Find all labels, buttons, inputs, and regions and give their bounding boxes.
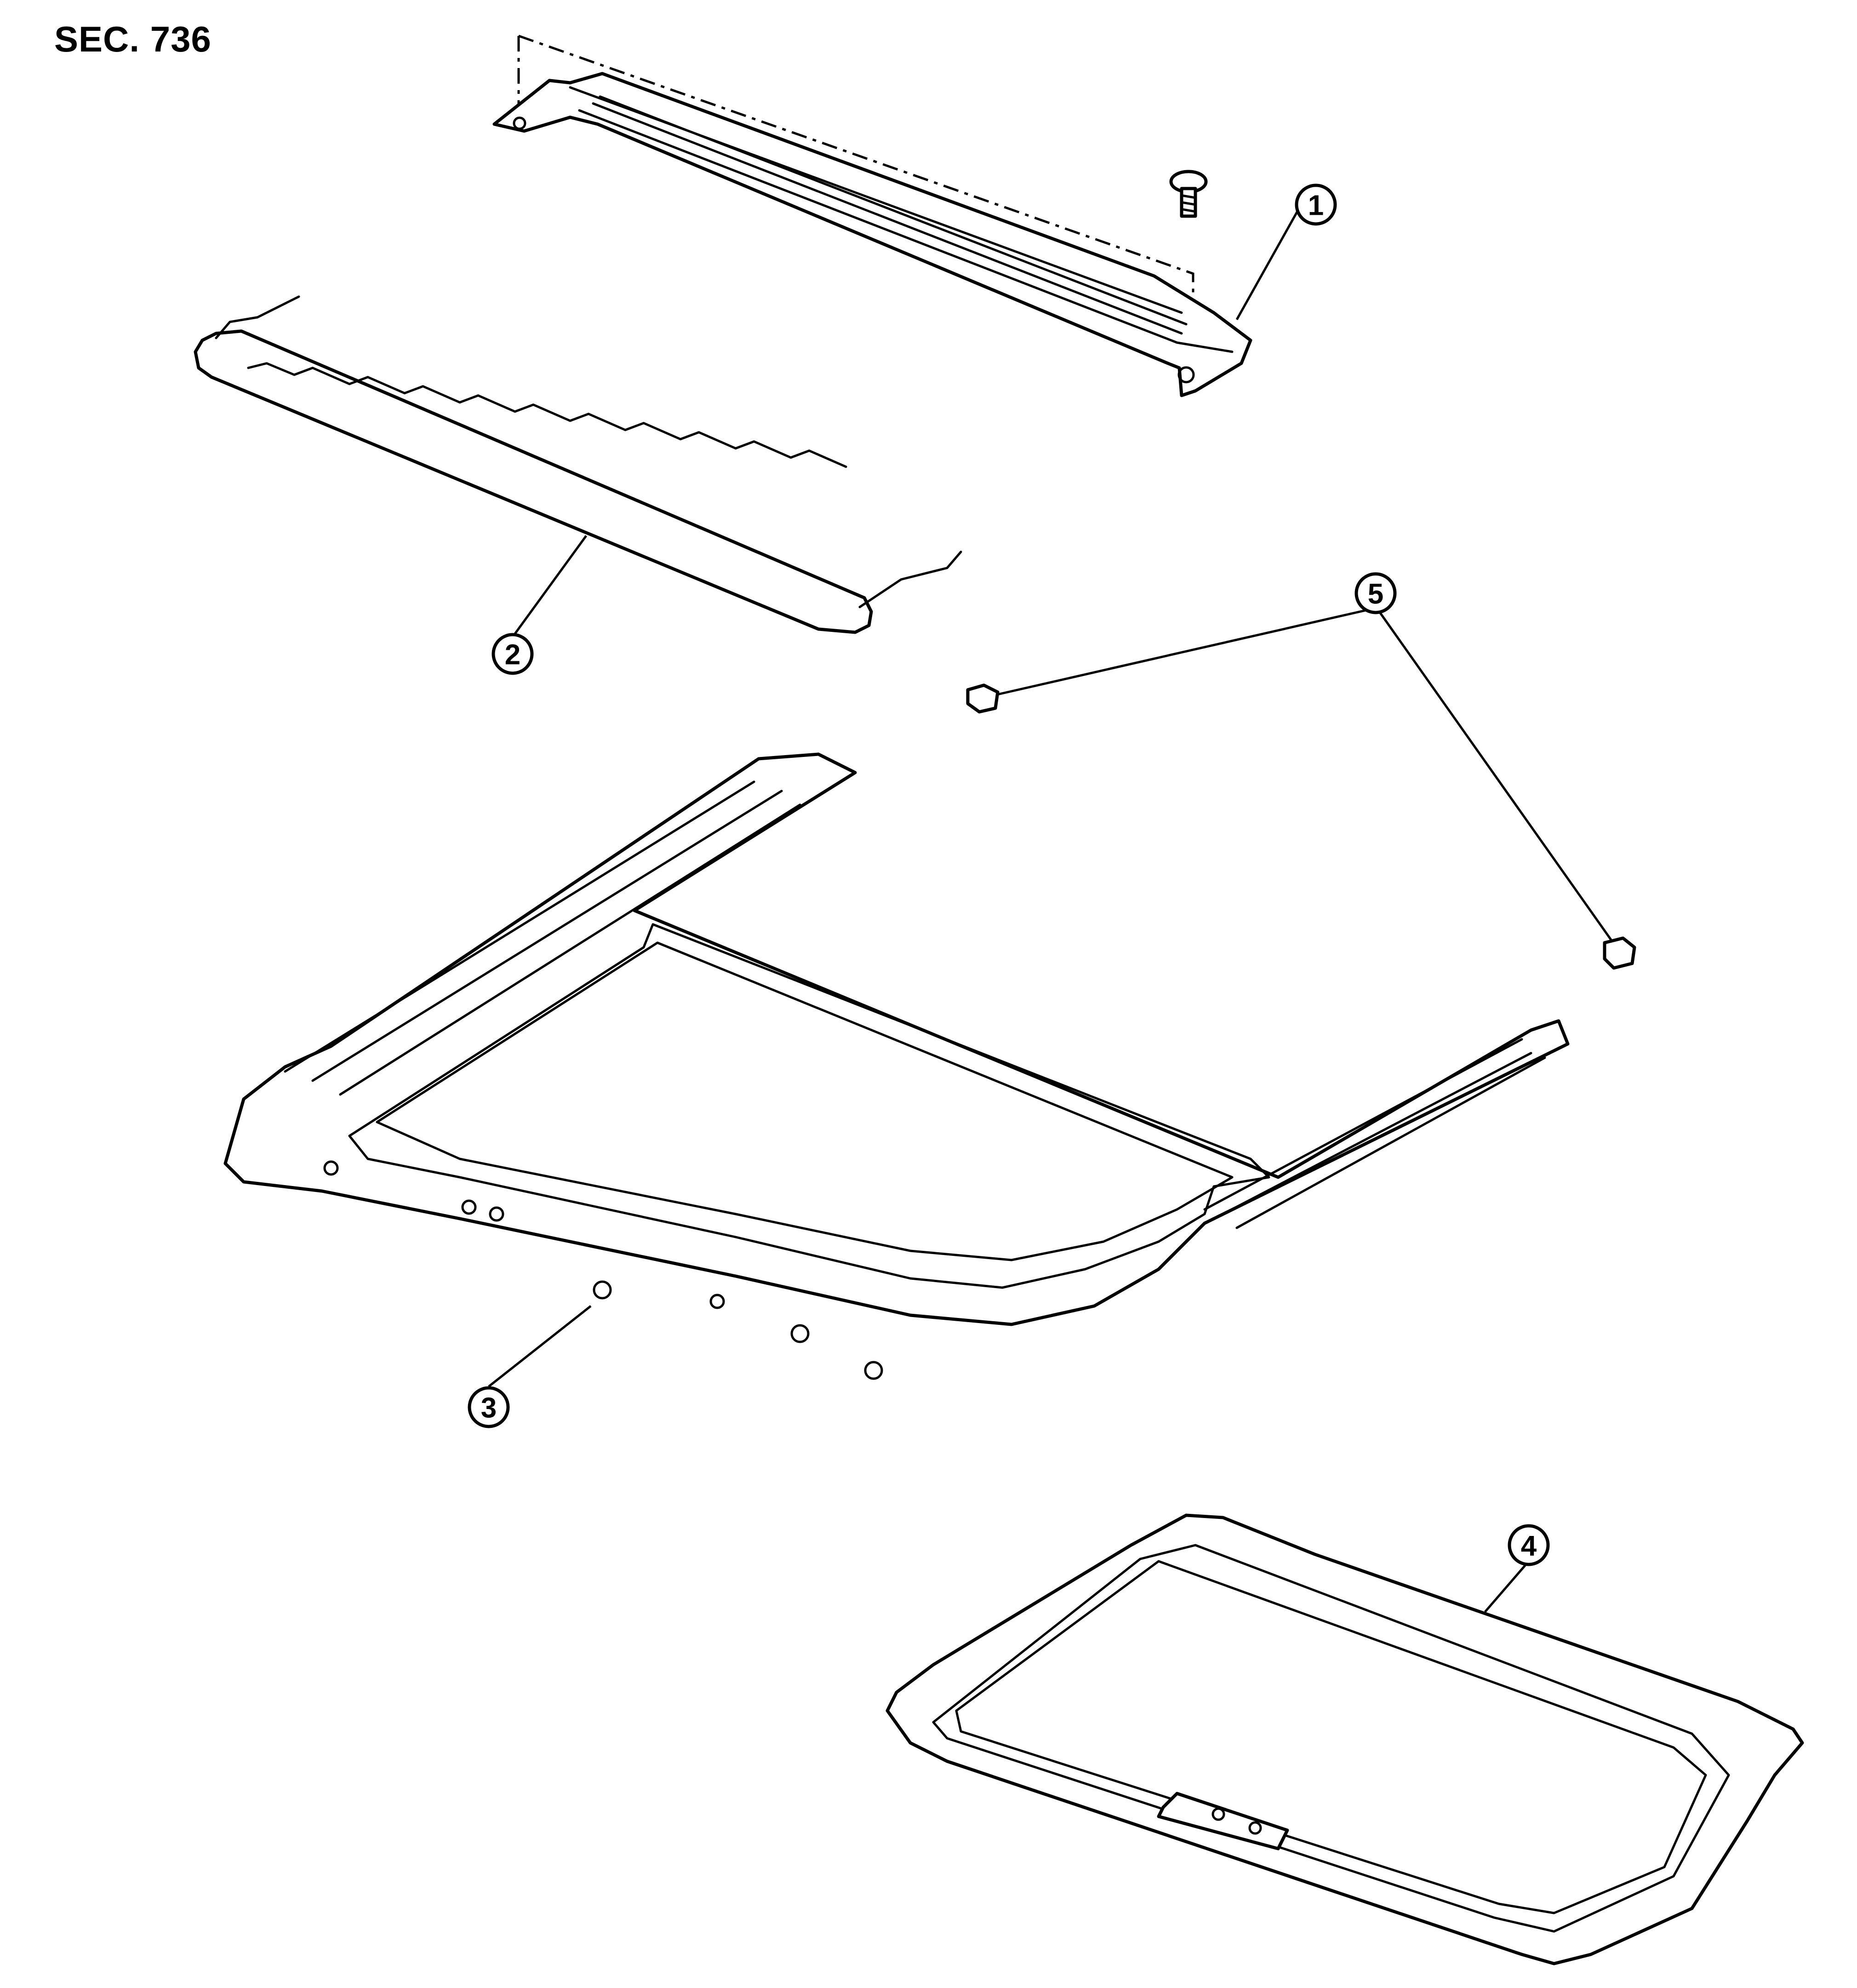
callout-4: 4 [1508, 1524, 1550, 1566]
leader-3 [488, 1305, 592, 1387]
leader-2 [511, 535, 588, 638]
callout-5: 5 [1354, 572, 1397, 614]
part-2-deflector [194, 295, 962, 634]
clip-lower [1603, 936, 1636, 970]
leader-1 [1235, 204, 1303, 321]
part-3-sunroof-frame [223, 752, 1570, 1380]
svg-text:3: 3 [481, 1392, 497, 1424]
callout-3: 3 [468, 1386, 510, 1428]
leader-5b [1378, 611, 1613, 941]
part-1-front-trim [492, 34, 1252, 397]
callout-2: 2 [491, 633, 534, 675]
part-5-clips [966, 683, 1636, 970]
leader-4 [1484, 1560, 1530, 1613]
screw-icon [1169, 170, 1208, 218]
part-4-sunshade-panel [886, 1513, 1804, 1965]
svg-text:2: 2 [505, 639, 520, 671]
callout-1: 1 [1295, 183, 1337, 226]
clip-upper [966, 683, 1000, 714]
svg-text:4: 4 [1521, 1530, 1537, 1562]
section-label: SEC. 736 [54, 19, 211, 59]
leader-5a [997, 608, 1371, 696]
svg-text:1: 1 [1308, 190, 1324, 222]
svg-text:5: 5 [1368, 579, 1383, 610]
